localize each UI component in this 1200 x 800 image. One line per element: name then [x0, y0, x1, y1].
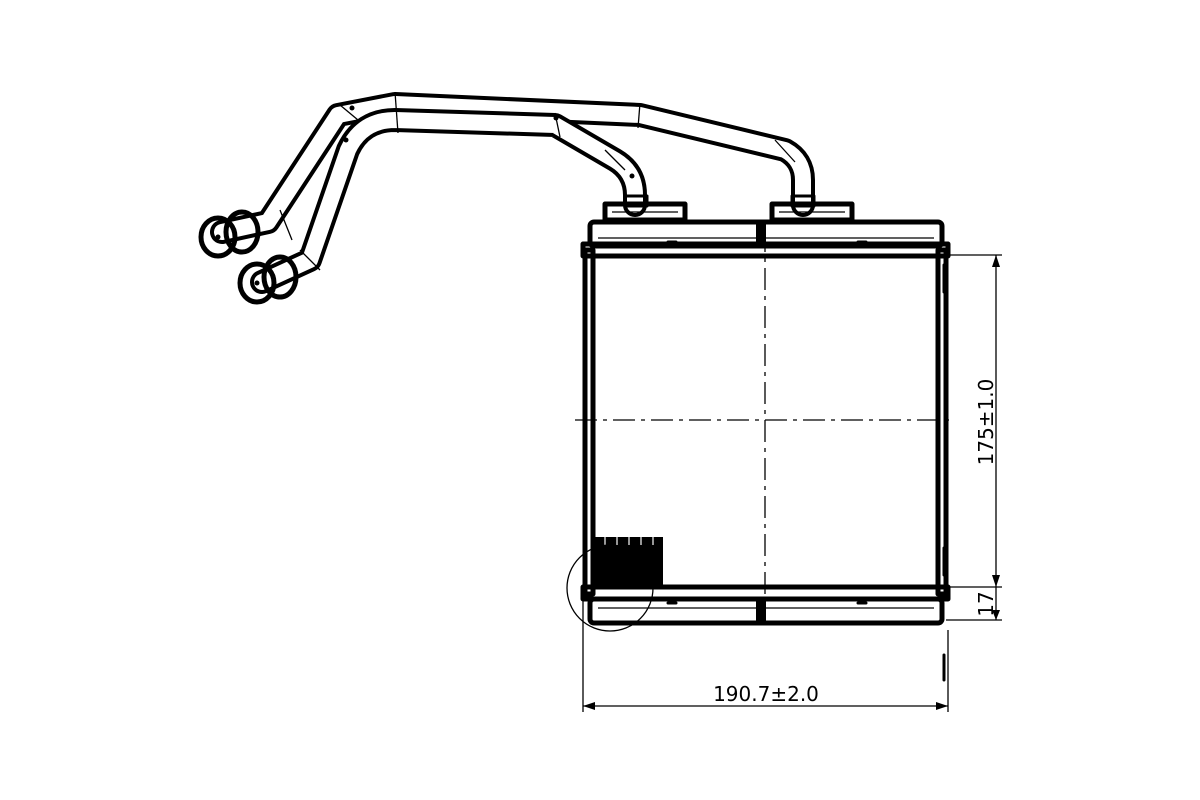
hose-connector-upper: [198, 209, 261, 259]
dimension-height: 175±1.0: [946, 254, 1002, 588]
dimension-tank: 17: [946, 587, 1002, 621]
detail-circle: [566, 544, 654, 632]
inlet-outlet-pipes: [210, 91, 815, 294]
pipe-bend-marks: [279, 91, 796, 271]
pipe-rear-fill: [214, 96, 811, 240]
dimension-width: 190.7±2.0: [582, 600, 949, 712]
dimension-tank-label: 17: [974, 591, 998, 616]
pipe-weld-dots: [343, 105, 635, 179]
dimension-height-label: 175±1.0: [974, 379, 998, 466]
side-plate-left: [582, 247, 596, 597]
pipe-front-fill: [254, 112, 643, 290]
dimension-width-label: 190.7±2.0: [713, 682, 819, 706]
side-plate-right: [935, 247, 949, 597]
heater-core-body: [566, 219, 951, 632]
hose-connector-lower: [237, 254, 299, 305]
